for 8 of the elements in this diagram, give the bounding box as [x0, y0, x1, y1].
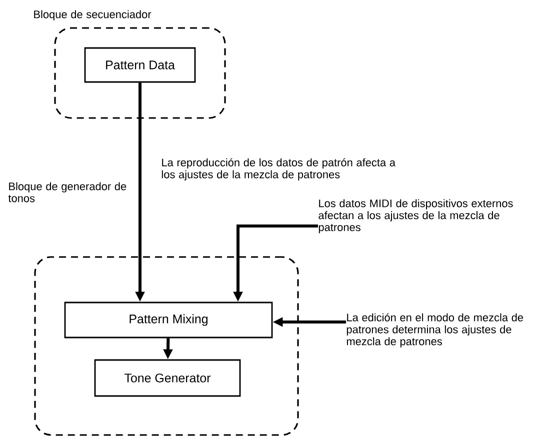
note-text: Los datos MIDI de dispositivos externos afectan a los ajustes de la mezcla de patrones: [318, 199, 513, 234]
node-label: Bloque de secuenciador: [34, 10, 152, 20]
note-text: La edición en el modo de mezcla de patrones determina los ajustes de mezcla de patrones: [346, 313, 524, 348]
node-label: Bloque de generador de tonos: [8, 182, 126, 202]
process-box: Tone Generator: [94, 359, 241, 397]
edge-label: La reproducción de los datos de patrón afecta a los ajustes de la mezcla de patrones: [160, 157, 402, 182]
process-box: Pattern Mixing: [64, 302, 273, 338]
process-box: Pattern Data: [84, 47, 196, 83]
